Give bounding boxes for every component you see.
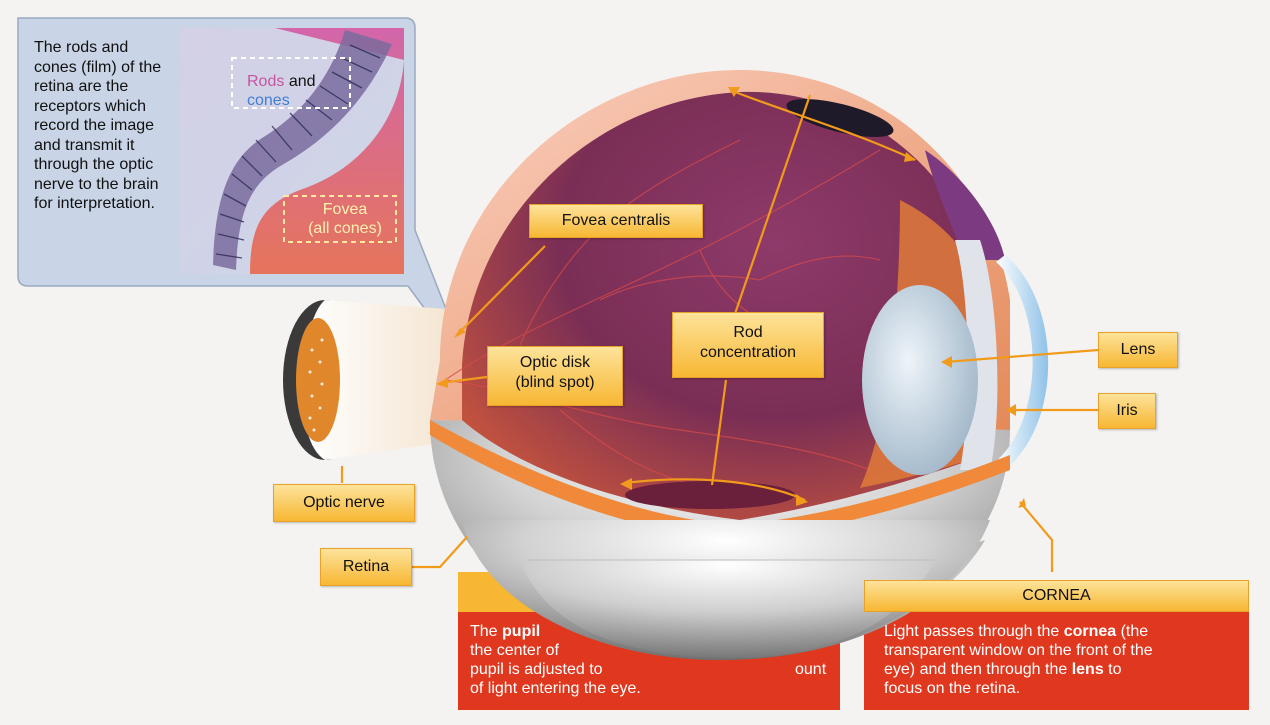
cornea-line1-bold: cornea bbox=[1064, 623, 1116, 640]
cornea-line1-end: (the bbox=[1116, 623, 1148, 640]
cornea-line3: eye) and then through the lens to bbox=[884, 660, 1244, 679]
cornea-line1: Light passes through the cornea (the bbox=[884, 622, 1244, 641]
cornea-title: CORNEA bbox=[1022, 587, 1090, 604]
cornea-line4: focus on the retina. bbox=[884, 679, 1244, 698]
cornea-line3-bold: lens bbox=[1072, 661, 1104, 678]
cornea-box-text: Light passes through the cornea (the tra… bbox=[884, 622, 1244, 698]
cornea-box-header: CORNEA bbox=[864, 580, 1249, 612]
cornea-line3-start: eye) and then through the bbox=[884, 661, 1072, 678]
cornea-line3-end: to bbox=[1104, 661, 1122, 678]
cornea-line1-start: Light passes through the bbox=[884, 623, 1064, 640]
cornea-line2: transparent window on the front of the bbox=[884, 641, 1244, 660]
